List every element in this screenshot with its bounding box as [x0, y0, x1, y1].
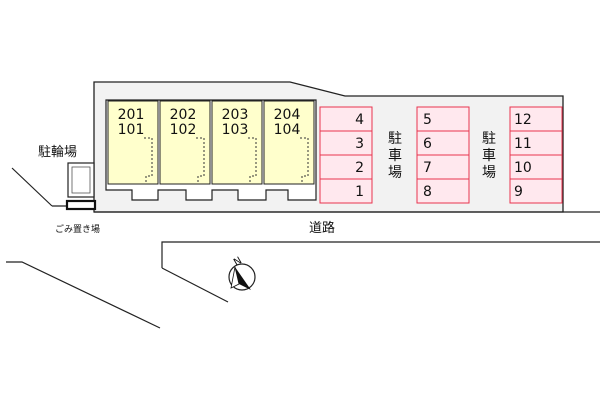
parking-space: 4 — [319, 106, 373, 132]
unit-entrance — [144, 137, 153, 184]
parking-space-number: 7 — [423, 160, 432, 176]
parking-space: 11 — [509, 130, 563, 156]
parking-space-box — [416, 130, 470, 156]
north-compass-icon: N — [228, 255, 256, 291]
parking-space: 8 — [416, 178, 470, 204]
parking-space-box — [319, 106, 373, 132]
road-edge-bottom — [161, 241, 600, 268]
parking-label-1-char3: 場 — [388, 165, 402, 181]
compass-label: N — [232, 255, 244, 268]
parking-label-2-char3: 場 — [482, 165, 496, 181]
unit-lower-number: 101 — [118, 122, 145, 138]
parking-space-number: 6 — [423, 136, 432, 152]
unit-upper-number: 201 — [118, 107, 145, 123]
parking-space: 7 — [416, 154, 470, 180]
parking-space-number: 1 — [355, 184, 364, 200]
boundary-line-left — [11, 167, 53, 207]
road-diagonal-bottom — [161, 267, 229, 303]
parking-label-1-char1: 駐 — [388, 131, 402, 147]
garbage-area-label: ごみ置き場 — [55, 223, 100, 235]
garbage-area — [65, 199, 97, 211]
unit-entrance — [300, 137, 309, 184]
parking-space: 6 — [416, 130, 470, 156]
parking-space-box — [509, 154, 563, 180]
parking-space: 3 — [319, 130, 373, 156]
parking-space-box — [319, 178, 373, 204]
parking-space-number: 4 — [355, 112, 364, 128]
unit-area — [107, 100, 159, 185]
parking-space-number: 2 — [355, 160, 364, 176]
unit-lower-number: 103 — [222, 122, 249, 138]
parking-space: 10 — [509, 154, 563, 180]
parking-label-2-char1: 駐 — [482, 131, 496, 147]
parking-group: 4 3 2 1 5 6 7 8 12 11 10 9 — [319, 106, 563, 204]
road-edge-lower-left — [6, 261, 161, 329]
parking-space: 2 — [319, 154, 373, 180]
bicycle-parking-inner — [71, 166, 91, 194]
parking-space-box — [319, 130, 373, 156]
road-label: 道路 — [309, 220, 335, 236]
unit-area — [159, 100, 211, 185]
bicycle-parking-label: 駐輪場 — [38, 144, 77, 160]
unit-lower-number: 102 — [170, 122, 197, 138]
parking-label-1: 駐 車 場 — [388, 131, 402, 181]
unit-upper-number: 202 — [170, 107, 197, 123]
parking-space-box — [319, 154, 373, 180]
parking-space-box — [509, 130, 563, 156]
unit-entrance — [248, 137, 257, 184]
parking-space: 1 — [319, 178, 373, 204]
parking-space-box — [509, 106, 563, 132]
unit-area — [211, 100, 263, 185]
parking-space-number: 12 — [514, 112, 532, 128]
parking-label-2-char2: 車 — [482, 147, 496, 164]
parking-space-number: 9 — [514, 184, 523, 200]
parking-space: 12 — [509, 106, 563, 132]
parking-space-box — [509, 178, 563, 204]
unit-upper-number: 204 — [274, 107, 301, 123]
unit-entrance — [196, 137, 205, 184]
unit-lower-number: 104 — [274, 122, 301, 138]
parking-space-number: 10 — [514, 160, 532, 176]
parking-label-1-char2: 車 — [388, 147, 402, 164]
parking-space-number: 8 — [423, 184, 432, 200]
parking-space-number: 11 — [514, 136, 532, 152]
parking-space: 9 — [509, 178, 563, 204]
parking-space-number: 5 — [423, 112, 432, 128]
parking-space-number: 3 — [355, 136, 364, 152]
parking-space-box — [416, 178, 470, 204]
unit-upper-number: 203 — [222, 107, 249, 123]
parking-label-2: 駐 車 場 — [482, 131, 496, 181]
parking-space: 5 — [416, 106, 470, 132]
unit-area — [263, 100, 315, 185]
